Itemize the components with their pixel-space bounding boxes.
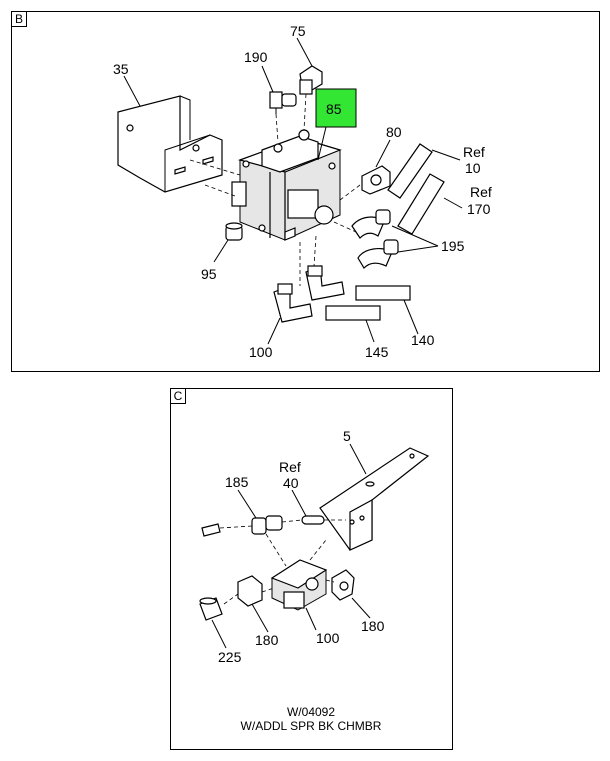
leader-100-c <box>305 607 317 631</box>
elbow-195-b <box>357 239 399 269</box>
fitting-75 <box>299 65 323 95</box>
callout-195: 195 <box>441 238 465 254</box>
valve-85 <box>231 129 342 241</box>
callout-100: 100 <box>249 344 273 360</box>
fitting-190 <box>269 91 297 114</box>
tube-140 <box>355 285 411 301</box>
leader-100 <box>267 317 281 345</box>
callout-ref-40-a: Ref <box>279 459 301 475</box>
leader-ref-10 <box>431 149 461 161</box>
callout-225: 225 <box>218 649 242 665</box>
pin-ref-40 <box>301 515 325 525</box>
callout-80: 80 <box>386 124 402 140</box>
leader-80 <box>375 139 391 168</box>
valve-100 <box>270 559 328 611</box>
leader-195-a <box>391 225 439 247</box>
callout-185: 185 <box>225 474 249 490</box>
dash-190 <box>275 113 279 143</box>
leader-225 <box>211 619 227 649</box>
callout-180-right: 180 <box>361 618 385 634</box>
callout-ref-10-a: Ref <box>463 144 485 160</box>
dash-75 <box>303 93 307 131</box>
highlight-box-85 <box>315 88 357 128</box>
callout-35: 35 <box>113 61 129 77</box>
fitting-185 <box>201 515 283 537</box>
tube-ref-170 <box>397 173 445 235</box>
leader-180-left <box>251 603 269 633</box>
panel-b-tag: B <box>12 12 27 27</box>
leader-ref-40 <box>291 489 307 517</box>
callout-140: 140 <box>411 332 435 348</box>
callout-75: 75 <box>290 23 306 39</box>
callout-ref-10-b: 10 <box>465 160 481 176</box>
assembly-lines-b <box>189 159 361 286</box>
fitting-225 <box>199 597 223 621</box>
leader-95 <box>213 239 229 263</box>
elbow-100-b <box>305 265 345 301</box>
callout-ref-170-a: Ref <box>470 184 492 200</box>
tube-145 <box>325 305 381 321</box>
callout-100-c: 100 <box>316 630 340 646</box>
leader-5 <box>349 443 367 475</box>
callout-85: 85 <box>326 101 342 117</box>
bracket-5 <box>319 447 430 551</box>
leader-180-right <box>351 597 371 619</box>
leader-195-b <box>397 245 439 253</box>
caption-line-2: W/ADDL SPR BK CHMBR <box>241 719 382 733</box>
callout-180-left: 180 <box>255 632 279 648</box>
leader-ref-170 <box>443 197 463 209</box>
caption-line-1: W/04092 <box>287 705 335 719</box>
leader-140 <box>403 299 419 335</box>
fitting-180-left <box>237 575 263 607</box>
panel-c-tag: C <box>171 389 186 404</box>
assembly-lines-c <box>219 519 346 605</box>
elbow-100-a <box>273 283 313 323</box>
leader-85 <box>317 126 327 161</box>
leader-75 <box>296 37 313 67</box>
callout-ref-40-b: 40 <box>283 475 299 491</box>
leader-35 <box>123 75 141 107</box>
elbow-195-a <box>351 209 391 239</box>
bracket-35 <box>117 95 223 193</box>
leader-145 <box>365 319 375 343</box>
callout-190: 190 <box>244 49 268 65</box>
tube-ref-10 <box>387 143 433 199</box>
plug-95 <box>225 222 243 241</box>
callout-95: 95 <box>201 266 217 282</box>
callout-145: 145 <box>365 344 389 360</box>
fitting-180-right <box>331 569 355 601</box>
fitting-80 <box>361 165 391 195</box>
callout-ref-170-b: 170 <box>467 201 491 217</box>
leader-190 <box>261 65 274 93</box>
leader-185 <box>237 489 257 519</box>
callout-5: 5 <box>343 428 351 444</box>
